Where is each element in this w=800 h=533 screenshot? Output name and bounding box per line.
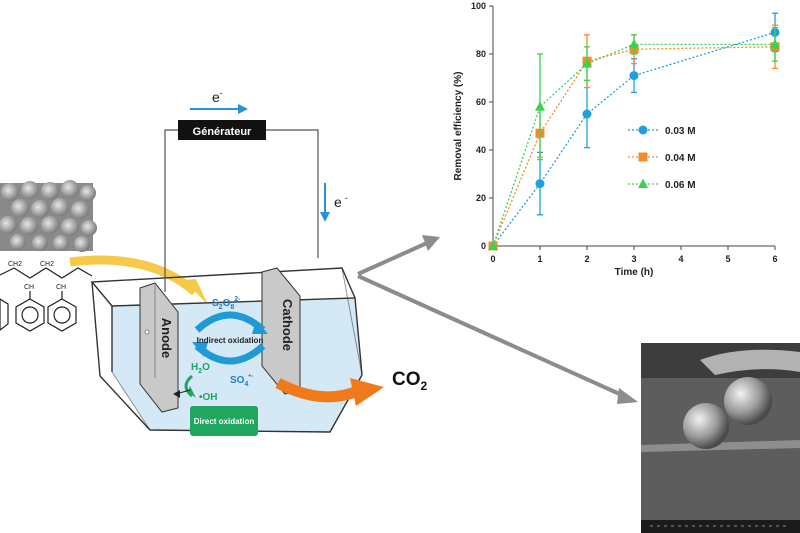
data-point [535,179,545,189]
arrow-to-sem [357,274,625,398]
reactor: Anode Cathode Indirect oxidation S2O82- … [90,129,363,436]
sem-beads-image [0,180,97,252]
x-tick-label: 1 [537,254,542,264]
feed-arrow [69,255,198,296]
feed-arrowhead [184,279,208,305]
svg-text:CH: CH [24,284,34,291]
svg-text:CH: CH [56,284,66,291]
x-tick-label: 3 [631,254,636,264]
direct-oxidation-label: Direct oxidation [194,417,255,426]
x-tick-label: 4 [678,254,683,264]
co2-arrow [275,378,357,403]
series-line [492,43,775,247]
data-point [488,240,498,250]
data-point [629,71,639,81]
water-label: H2O [191,362,210,375]
y-tick-label: 60 [476,97,486,107]
y-tick-label: 100 [471,1,486,11]
hydroxyl-label: •OH [199,392,218,403]
electron-label-top: e- [212,88,223,105]
direct-cycle-arrow [184,374,194,398]
y-tick-label: 80 [476,49,486,59]
direct-oxidation-box [190,406,258,436]
co2-label: CO2 [392,369,428,393]
x-axis-label: Time (h) [615,267,654,278]
data-point [535,101,545,111]
legend-marker [638,178,648,188]
x-tick-label: 5 [725,254,730,264]
anode-label: Anode [159,318,174,358]
legend-label: 0.06 M [665,180,696,191]
data-point [582,109,592,119]
y-tick-label: 0 [481,241,486,251]
x-tick-label: 2 [584,254,589,264]
data-point [629,38,639,49]
y-axis-label: Removal efficiency (%) [453,72,464,181]
legend-label: 0.04 M [665,153,696,164]
svg-text:CH2: CH2 [40,261,54,268]
sem-particle-image [641,343,800,533]
polystyrene-structure: CH2 CH2 CH CH [0,261,93,332]
series-line [492,31,776,247]
y-tick-label: 20 [476,193,486,203]
data-point [770,38,780,49]
legend-marker [638,125,648,135]
svg-text:CH2: CH2 [8,261,22,268]
y-tick-label: 40 [476,145,486,155]
legend-label: 0.03 M [665,126,696,137]
generator-box [178,120,266,140]
x-tick-label: 0 [490,254,495,264]
data-point [582,58,592,68]
indirect-oxidation-label: Indirect oxidation [197,336,264,345]
generator-label: Générateur [193,126,252,138]
x-tick-label: 6 [772,254,777,264]
arrow-to-chart [357,241,428,276]
electron-label-right: e- [334,193,348,210]
cathode-label: Cathode [280,299,295,351]
sulfate-radical-label: SO4•- [230,373,254,388]
legend-marker [638,152,648,162]
